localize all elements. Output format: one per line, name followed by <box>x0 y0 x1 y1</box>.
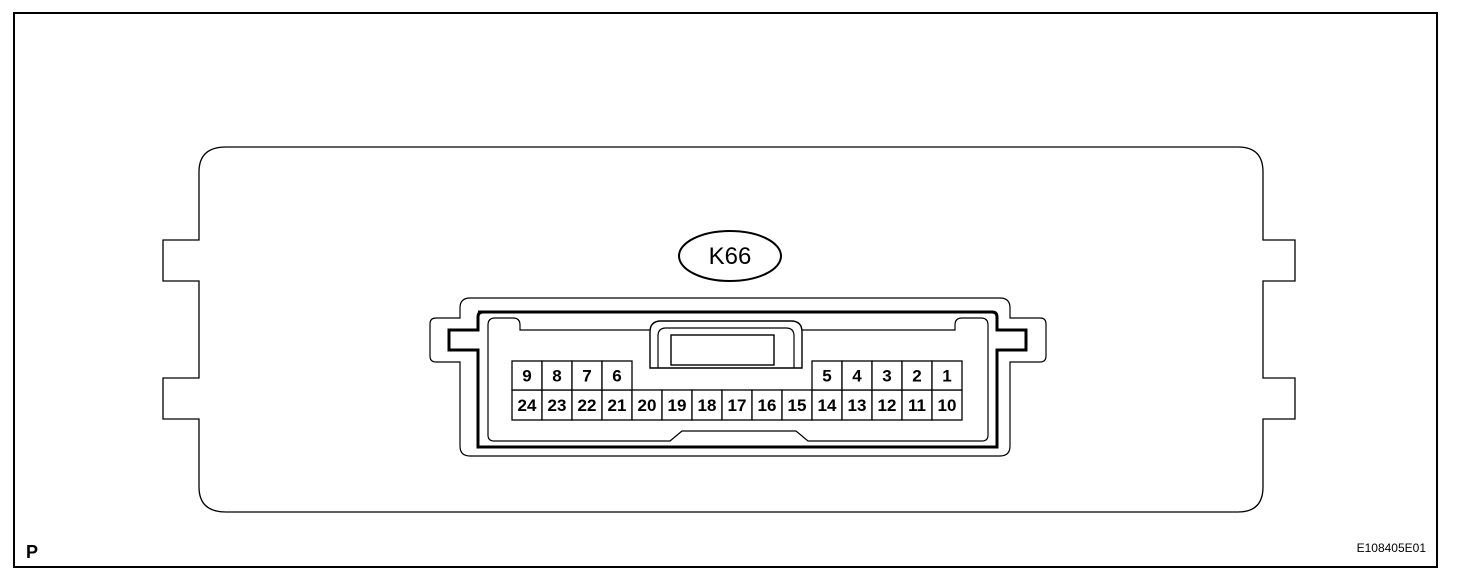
terminal-9: 9 <box>522 367 531 386</box>
terminal-20-cell <box>631 389 663 421</box>
terminal-11: 11 <box>908 396 926 415</box>
terminal-16: 16 <box>758 396 777 415</box>
terminal-14: 14 <box>818 396 837 415</box>
terminal-2: 2 <box>912 367 921 386</box>
terminal-7: 7 <box>582 367 591 386</box>
terminal-14-cell <box>811 389 843 421</box>
terminal-22: 22 <box>578 396 597 415</box>
terminal-4: 4 <box>852 367 862 386</box>
terminal-13: 13 <box>848 396 867 415</box>
terminal-5: 5 <box>822 367 831 386</box>
connector-shell-outer <box>429 297 1047 457</box>
reference-code: E108405E01 <box>1357 541 1427 555</box>
terminal-8-cell <box>541 360 573 391</box>
terminal-20: 20 <box>638 396 657 415</box>
connector-code: K66 <box>709 243 752 270</box>
terminal-3: 3 <box>882 367 891 386</box>
terminal-6: 6 <box>612 367 621 386</box>
terminal-1: 1 <box>942 367 951 386</box>
terminal-12: 12 <box>878 396 897 415</box>
terminal-2-cell <box>901 360 933 391</box>
terminal-22-cell <box>571 389 603 421</box>
terminal-1-cell <box>931 360 963 391</box>
lock-tab-window <box>670 334 775 366</box>
terminal-21-cell <box>601 389 633 421</box>
terminal-6-cell <box>601 360 633 391</box>
terminal-17: 17 <box>728 396 747 415</box>
terminal-10: 10 <box>938 396 957 415</box>
terminal-15-cell <box>781 389 813 421</box>
terminal-23: 23 <box>548 396 567 415</box>
terminal-8: 8 <box>552 367 561 386</box>
terminal-13-cell <box>841 389 873 421</box>
terminal-5-cell <box>811 360 843 391</box>
terminal-4-cell <box>841 360 873 391</box>
terminal-17-cell <box>721 389 753 421</box>
terminal-3-cell <box>871 360 903 391</box>
lock-tab-inner <box>657 327 795 368</box>
connector-code-ellipse <box>678 230 782 282</box>
terminal-21: 21 <box>608 396 627 415</box>
corner-label: P <box>26 542 38 562</box>
terminal-24: 24 <box>518 396 537 415</box>
terminal-9-cell <box>511 360 543 391</box>
terminal-18: 18 <box>698 396 717 415</box>
connector-cavity <box>487 317 989 442</box>
terminal-19: 19 <box>668 396 687 415</box>
terminal-19-cell <box>661 389 693 421</box>
terminal-15: 15 <box>788 396 807 415</box>
connector-shell-bold <box>447 310 1028 449</box>
